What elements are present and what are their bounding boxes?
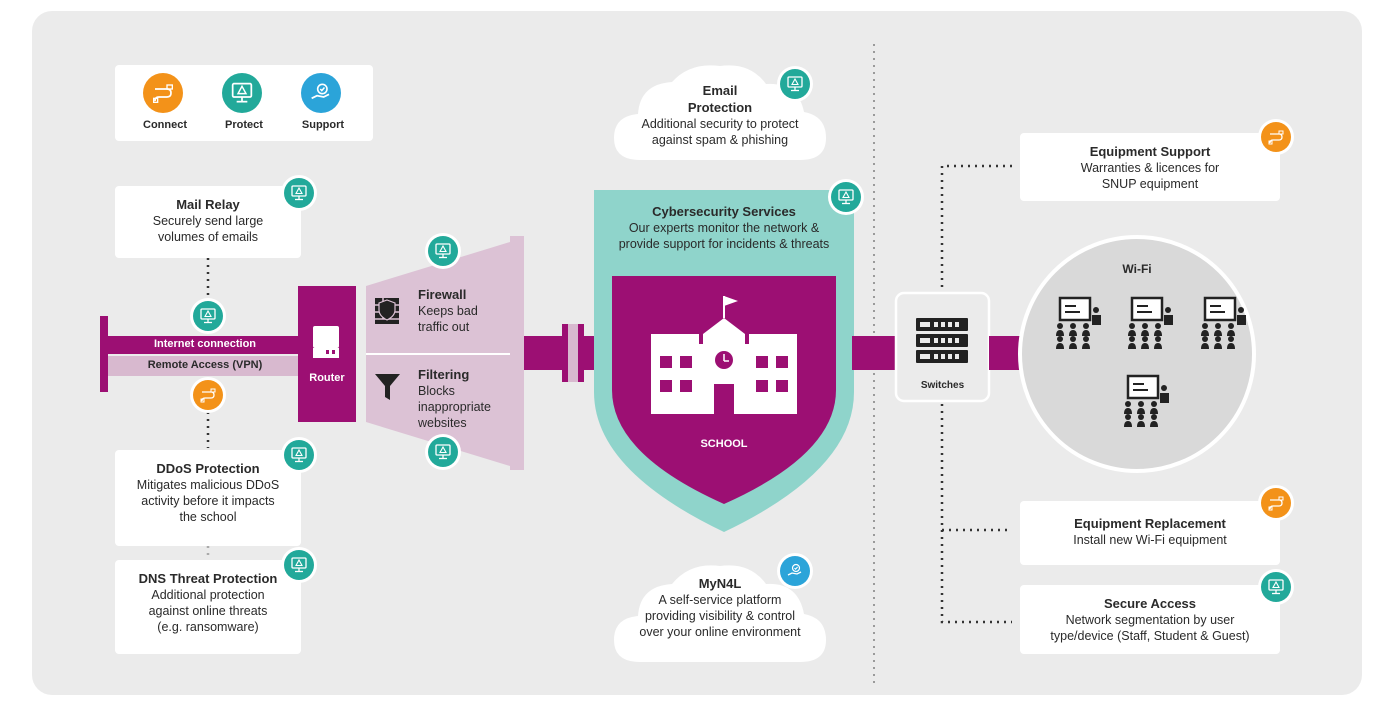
filter-icon: [375, 374, 400, 400]
legend-card: Connect Protect Support: [115, 65, 373, 141]
monitor-alert-icon: [222, 73, 262, 113]
ddos-protect-icon: [284, 440, 314, 470]
link-shield-switches: [852, 336, 896, 370]
mail-relay-desc-2: volumes of emails: [157, 230, 259, 244]
email-protection-desc-2: against spam & phishing: [651, 133, 789, 147]
equipment-support-desc-2: SNUP equipment: [1101, 177, 1199, 191]
firewall-desc-1: Keeps bad: [418, 304, 478, 318]
cybersecurity-protect-icon: [831, 182, 861, 212]
myn4l-cloud: [614, 565, 826, 662]
dns-title: DNS Threat Protection: [138, 571, 278, 586]
email-protection-text: Email Protection Additional security to …: [610, 82, 830, 148]
legend-connect-label: Connect: [143, 119, 187, 131]
brick-wall-icon: [375, 298, 399, 324]
ddos-title: DDoS Protection: [156, 461, 260, 476]
dns-desc-2: against online threats: [148, 604, 268, 618]
legend-protect-label: Protect: [225, 119, 263, 131]
filtering-desc-3: websites: [418, 416, 467, 430]
firewall-protect-icon: [428, 236, 458, 266]
wifi-label: Wi-Fi: [1122, 262, 1152, 276]
secure-access-card: Secure Access Network segmentation by us…: [1020, 585, 1280, 654]
secure-access-desc-1: Network segmentation by user: [1065, 613, 1235, 627]
equipment-replacement-card: Equipment Replacement Install new Wi-Fi …: [1020, 501, 1280, 565]
switches-label: Switches: [920, 380, 965, 391]
remote-access-bar: [108, 356, 298, 376]
right-connector: [940, 164, 1012, 624]
switch-rack-icon: [916, 318, 968, 363]
equipment-support-desc-1: Warranties & licences for: [1080, 161, 1220, 175]
remote-access-label: Remote Access (VPN): [147, 359, 263, 371]
classroom-icons: [1056, 296, 1246, 427]
router-icon: [313, 326, 339, 358]
equipment-support-title: Equipment Support: [1089, 144, 1211, 159]
mail-relay-protect-icon: [284, 178, 314, 208]
firewall-desc-2: traffic out: [418, 320, 470, 334]
cybersecurity-desc-1: Our experts monitor the network &: [628, 221, 820, 235]
filtering-desc-2: inappropriate: [418, 400, 491, 414]
email-cloud: [614, 65, 826, 160]
filtering-title: Filtering: [418, 367, 470, 382]
dns-protect-icon: [284, 550, 314, 580]
school-label: SCHOOL: [700, 438, 748, 450]
legend-support-label: Support: [301, 119, 345, 131]
school-building-icon: [651, 296, 797, 414]
equipment-support-connect-icon: [1261, 122, 1291, 152]
vpn-connect-icon: [193, 380, 223, 410]
cybersecurity-text: Cybersecurity Services Our experts monit…: [600, 203, 848, 252]
cybersecurity-desc-2: provide support for incidents & threats: [618, 237, 830, 251]
cybersecurity-title: Cybersecurity Services: [652, 204, 796, 219]
equipment-replacement-desc-1: Install new Wi-Fi equipment: [1073, 533, 1227, 547]
email-protection-title-2: Protection: [687, 100, 753, 115]
firewall-text: Firewall Keeps bad traffic out: [418, 287, 478, 335]
funnel-plate: [510, 236, 524, 470]
myn4l-support-icon: [780, 556, 810, 586]
mail-relay-card: Mail Relay Securely send large volumes o…: [115, 186, 301, 258]
secure-access-title: Secure Access: [1103, 596, 1197, 611]
email-protect-icon: [780, 69, 810, 99]
internet-connection-bar: [108, 336, 298, 354]
mail-relay-title: Mail Relay: [176, 197, 240, 212]
internet-connection-label: Internet connection: [153, 338, 257, 350]
ddos-desc-3: the school: [179, 510, 237, 524]
link-funnel-shield: [524, 336, 564, 370]
secure-access-protect-icon: [1261, 572, 1291, 602]
dns-card: DNS Threat Protection Additional protect…: [115, 560, 301, 654]
hand-check-icon: [301, 73, 341, 113]
wifi-circle: [1018, 235, 1256, 473]
equipment-support-card: Equipment Support Warranties & licences …: [1020, 133, 1280, 201]
email-protection-desc-1: Additional security to protect: [641, 117, 799, 131]
dns-desc-3: (e.g. ransomware): [157, 620, 259, 634]
secure-access-desc-2: type/device (Staff, Student & Guest): [1050, 629, 1250, 643]
ddos-desc-1: Mitigates malicious DDoS: [136, 478, 280, 492]
filtering-protect-icon: [428, 437, 458, 467]
firewall-title: Firewall: [418, 287, 467, 302]
myn4l-desc-3: over your online environment: [639, 625, 801, 639]
filtering-text: Filtering Blocks inappropriate websites: [418, 367, 491, 431]
myn4l-desc-1: A self-service platform: [658, 593, 782, 607]
equipment-replacement-title: Equipment Replacement: [1074, 516, 1226, 531]
dns-desc-1: Additional protection: [151, 588, 265, 602]
email-protection-title-1: Email: [702, 83, 738, 98]
ddos-card: DDoS Protection Mitigates malicious DDoS…: [115, 450, 301, 546]
mail-relay-desc-1: Securely send large: [152, 214, 264, 228]
filtering-desc-1: Blocks: [418, 384, 455, 398]
router-label: Router: [309, 372, 345, 384]
ddos-desc-2: activity before it impacts: [141, 494, 275, 508]
wall-bar: [100, 316, 108, 392]
equipment-replacement-connect-icon: [1261, 488, 1291, 518]
myn4l-desc-2: providing visibility & control: [644, 609, 796, 623]
internet-protect-icon: [193, 301, 223, 331]
myn4l-title: MyN4L: [698, 576, 742, 591]
myn4l-text: MyN4L A self-service platform providing …: [610, 575, 830, 640]
cable-icon: [143, 73, 183, 113]
